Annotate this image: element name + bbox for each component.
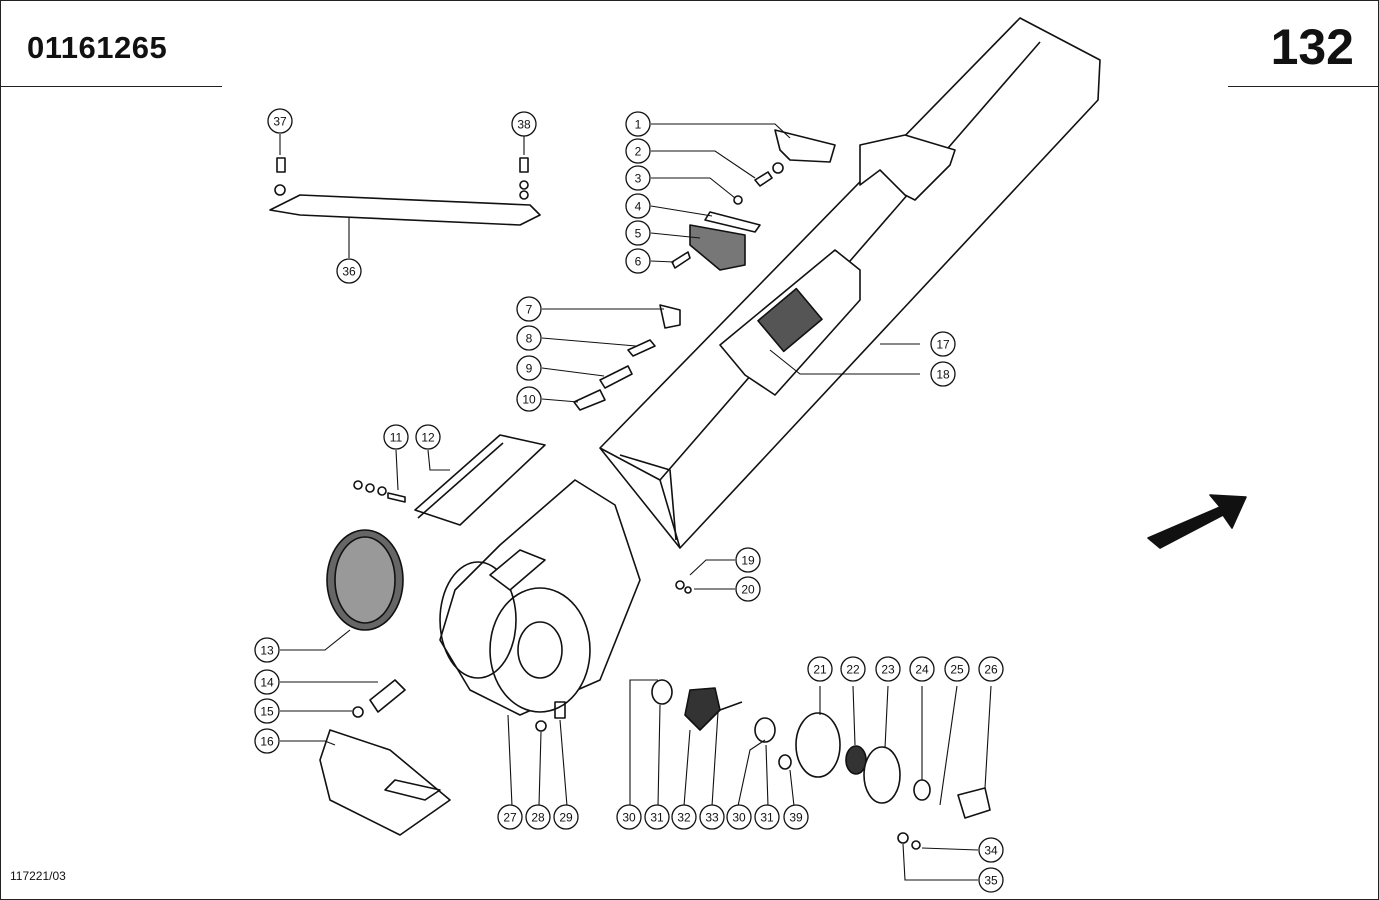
- header-rule-right: [1228, 86, 1378, 87]
- callout-label: 32: [677, 811, 691, 825]
- callout-28: 28: [525, 804, 551, 830]
- callout-25: 25: [944, 656, 970, 682]
- callout-30: 30: [726, 804, 752, 830]
- callout-label: 21: [813, 663, 827, 677]
- callout-label: 27: [503, 811, 517, 825]
- callout-12: 12: [415, 424, 441, 450]
- callout-16: 16: [254, 728, 280, 754]
- callout-13: 13: [254, 637, 280, 663]
- callout-2: 2: [625, 138, 651, 164]
- header-rule-left: [0, 86, 222, 87]
- callout-label: 22: [846, 663, 860, 677]
- callout-34: 34: [978, 837, 1004, 863]
- callout-31: 31: [644, 804, 670, 830]
- callout-8: 8: [516, 325, 542, 351]
- callout-38: 38: [511, 111, 537, 137]
- callout-36: 36: [336, 258, 362, 284]
- callout-label: 9: [526, 362, 533, 376]
- callout-label: 23: [881, 663, 895, 677]
- callout-label: 30: [732, 811, 746, 825]
- callout-label: 26: [984, 663, 998, 677]
- callout-label: 30: [622, 811, 636, 825]
- callout-label: 10: [522, 393, 536, 407]
- callout-20: 20: [735, 576, 761, 602]
- figure-reference: 117221/03: [10, 869, 66, 883]
- callout-21: 21: [807, 656, 833, 682]
- callout-label: 31: [760, 811, 774, 825]
- callout-label: 12: [421, 431, 435, 445]
- callout-label: 33: [705, 811, 719, 825]
- page-number: 132: [1270, 19, 1354, 75]
- callout-label: 16: [260, 735, 274, 749]
- callout-14: 14: [254, 669, 280, 695]
- callout-6: 6: [625, 248, 651, 274]
- callout-18: 18: [930, 361, 956, 387]
- callout-27: 27: [497, 804, 523, 830]
- part-number: 01161265: [27, 30, 168, 65]
- callout-label: 29: [559, 811, 573, 825]
- callout-29: 29: [553, 804, 579, 830]
- callout-23: 23: [875, 656, 901, 682]
- callout-label: 14: [260, 676, 274, 690]
- callout-label: 39: [789, 811, 803, 825]
- header-divider-left: [0, 0, 1, 86]
- callout-35: 35: [978, 867, 1004, 893]
- callout-label: 2: [635, 145, 642, 159]
- callout-label: 6: [635, 255, 642, 269]
- callout-3: 3: [625, 165, 651, 191]
- callout-label: 11: [390, 431, 403, 445]
- callout-1: 1: [625, 111, 651, 137]
- callout-4: 4: [625, 193, 651, 219]
- callout-label: 13: [260, 644, 274, 658]
- callout-label: 5: [635, 227, 642, 241]
- callout-24: 24: [909, 656, 935, 682]
- callout-label: 8: [526, 332, 533, 346]
- callout-33: 33: [699, 804, 725, 830]
- callout-label: 19: [741, 554, 755, 568]
- callout-label: 36: [342, 265, 356, 279]
- callout-32: 32: [671, 804, 697, 830]
- callout-9: 9: [516, 355, 542, 381]
- callout-label: 4: [635, 200, 642, 214]
- callout-label: 15: [260, 705, 274, 719]
- callout-label: 17: [936, 338, 950, 352]
- callout-15: 15: [254, 698, 280, 724]
- callout-label: 3: [635, 172, 642, 186]
- callout-label: 24: [915, 663, 929, 677]
- callout-label: 25: [950, 663, 964, 677]
- callout-31: 31: [754, 804, 780, 830]
- callout-26: 26: [978, 656, 1004, 682]
- callout-label: 31: [650, 811, 664, 825]
- callout-label: 34: [984, 844, 998, 858]
- callout-10: 10: [516, 386, 542, 412]
- callout-22: 22: [840, 656, 866, 682]
- callout-7: 7: [516, 296, 542, 322]
- callout-30: 30: [616, 804, 642, 830]
- callout-label: 18: [936, 368, 950, 382]
- callout-label: 1: [635, 118, 642, 132]
- callout-37: 37: [267, 108, 293, 134]
- callout-label: 20: [741, 583, 755, 597]
- callout-label: 28: [531, 811, 545, 825]
- callout-label: 35: [984, 874, 998, 888]
- callout-19: 19: [735, 547, 761, 573]
- callout-39: 39: [783, 804, 809, 830]
- callout-17: 17: [930, 331, 956, 357]
- callout-11: 11: [383, 424, 409, 450]
- callout-5: 5: [625, 220, 651, 246]
- callout-label: 38: [517, 118, 531, 132]
- callout-label: 37: [273, 115, 287, 129]
- callout-label: 7: [526, 303, 533, 317]
